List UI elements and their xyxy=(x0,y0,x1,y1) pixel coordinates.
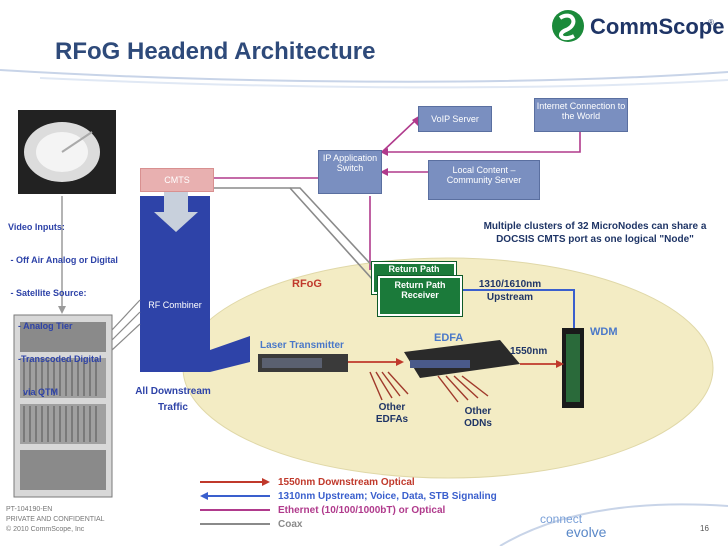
dish-to-rack-arrowhead xyxy=(58,306,66,314)
legend-item-coax: Coax xyxy=(278,519,303,530)
video-inputs-text: Video Inputs: - Off Air Analog or Digita… xyxy=(8,200,118,409)
laser-transmitter-icon xyxy=(258,354,348,372)
commscope-logo: CommScope xyxy=(590,14,725,39)
equipment-rack-icon xyxy=(13,314,113,498)
footer-doc-id: PT-104190-EN xyxy=(6,506,53,513)
downstream-arrowhead-wdm xyxy=(556,360,564,368)
downstream-optical-lines xyxy=(348,361,560,365)
legend-item-downstream: 1550nm Downstream Optical xyxy=(278,477,415,488)
other-odns-label: Other ODNs xyxy=(464,406,492,429)
footer-copyright: © 2010 CommScope, Inc xyxy=(6,526,85,533)
ip-application-switch-box: IP Application Switch xyxy=(318,150,382,194)
header-swoosh xyxy=(0,69,728,83)
rf-combiner-label: RF Combiner xyxy=(148,300,202,310)
satellite-dish-icon xyxy=(18,110,116,194)
header-swoosh-2 xyxy=(39,77,728,89)
evolve-brand: evolve xyxy=(566,524,607,540)
other-edfas-label: Other EDFAs xyxy=(375,402,409,425)
ethernet-lines xyxy=(214,117,581,179)
cmts-down-arrow xyxy=(154,192,198,232)
video-inputs-line: -Transcoded Digital xyxy=(8,354,102,364)
coax-cmts-return-2 xyxy=(290,187,379,273)
ethernet-arrowhead-switch xyxy=(380,148,388,156)
upstream-label: 1310/1610nm Upstream xyxy=(478,279,542,303)
fanout-lines xyxy=(369,371,489,403)
connect-brand: connect xyxy=(540,512,583,526)
page-number: 16 xyxy=(700,524,709,533)
footer-swoosh xyxy=(499,503,728,546)
legend-item-upstream: 1310nm Upstream; Voice, Data, STB Signal… xyxy=(278,491,497,502)
footer-confidential: PRIVATE AND CONFIDENTIAL xyxy=(6,516,105,523)
upstream-line xyxy=(454,289,575,328)
1550nm-label: 1550nm xyxy=(510,346,548,357)
downstream-arrowhead-edfa xyxy=(396,358,404,366)
ethernet-arrowhead-local xyxy=(380,168,388,176)
legend: 1550nm Downstream Optical 1310nm Upstrea… xyxy=(278,476,497,532)
cmts-box: CMTS xyxy=(140,168,214,192)
wdm-device-icon xyxy=(562,328,584,408)
coax-lines xyxy=(111,299,141,351)
clusters-note: Multiple clusters of 32 MicroNodes can s… xyxy=(483,221,707,245)
laser-transmitter-label: Laser Transmitter xyxy=(260,340,344,351)
internet-connection-box: Internet Connection to the World xyxy=(534,98,628,132)
all-downstream-label: All Downstream Traffic xyxy=(135,386,211,413)
page-title: RFoG Headend Architecture xyxy=(55,38,376,65)
commscope-logo-icon xyxy=(552,10,584,42)
voip-server-box: VoIP Server xyxy=(418,106,492,132)
combiner-to-laser-arrow xyxy=(140,336,250,372)
video-inputs-line: via QTM xyxy=(8,387,59,397)
logo-registered-mark: ® xyxy=(708,18,714,27)
edfa-label: EDFA xyxy=(434,332,464,344)
video-inputs-line: - Satellite Source: xyxy=(8,288,87,298)
video-inputs-line: - Analog Tier xyxy=(8,321,73,331)
legend-swatches xyxy=(200,478,270,525)
wdm-label: WDM xyxy=(590,326,618,338)
legend-item-ethernet: Ethernet (10/100/1000bT) or Optical xyxy=(278,505,446,516)
local-content-box: Local Content – Community Server xyxy=(428,160,540,200)
video-inputs-line: Video Inputs: xyxy=(8,222,65,232)
edfa-device-icon xyxy=(404,340,520,378)
rfog-label: RFoG xyxy=(292,278,322,290)
return-path-receiver-box: Return Path Receiver xyxy=(378,276,462,316)
video-inputs-line: - Off Air Analog or Digital xyxy=(8,255,118,265)
